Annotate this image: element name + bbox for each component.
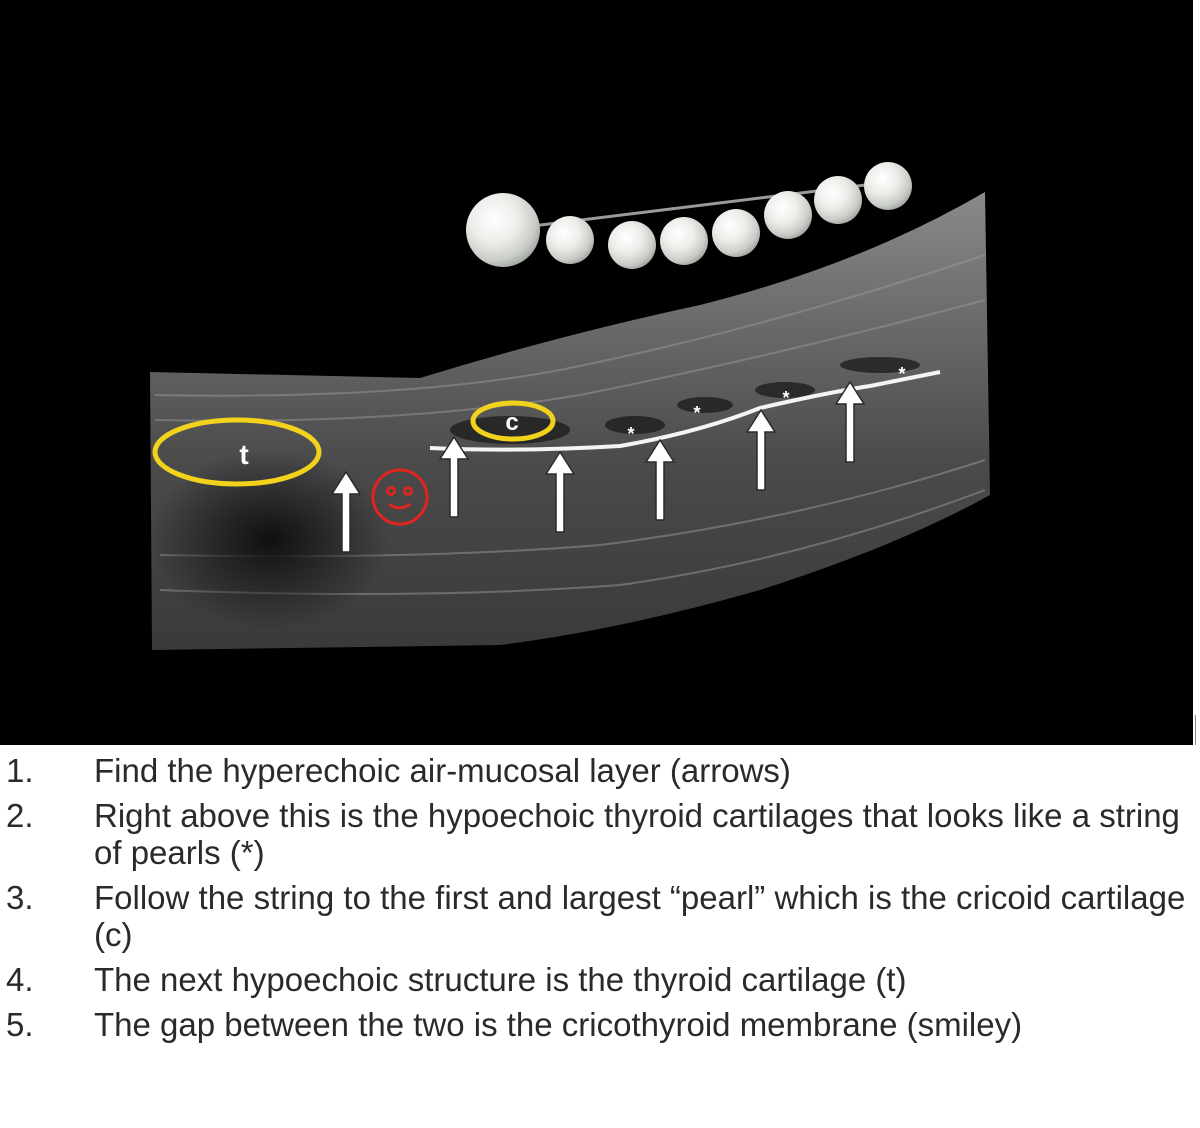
cricoid-label: c: [505, 409, 518, 436]
step-number: 4.: [6, 961, 34, 998]
step-text: The gap between the two is the cricothyr…: [94, 1006, 1023, 1043]
instruction-list: 1. Find the hyperechoic air-mucosal laye…: [0, 752, 1190, 1051]
list-item: 5. The gap between the two is the cricot…: [0, 1006, 1190, 1043]
pearl-string: [466, 162, 912, 269]
arrow-icon: [330, 470, 362, 553]
arrow-icon: [644, 438, 676, 521]
pearl-marker: *: [782, 388, 789, 408]
step-text: Right above this is the hypoechoic thyro…: [94, 797, 1180, 871]
ultrasound-svg: t c * * * *: [150, 162, 990, 650]
arrow-icon: [544, 450, 576, 533]
step-number: 1.: [6, 752, 34, 789]
pearl-marker: *: [898, 364, 905, 384]
arrow-icon: [834, 380, 866, 463]
arrow-icon: [745, 408, 777, 491]
list-item: 2. Right above this is the hypoechoic th…: [0, 797, 1190, 871]
step-text: The next hypoechoic structure is the thy…: [94, 961, 907, 998]
step-number: 3.: [6, 879, 34, 916]
thyroid-label: t: [239, 439, 248, 470]
step-number: 2.: [6, 797, 34, 834]
cricoid-ellipse: [470, 400, 556, 442]
smiley-icon: [371, 468, 429, 526]
pearl-marker: *: [693, 403, 700, 423]
arrows: [330, 380, 866, 553]
step-text: Find the hyperechoic air-mucosal layer (…: [94, 752, 791, 789]
air-mucosal-line: [429, 370, 941, 452]
ultrasound-figure: t c * * * *: [0, 0, 1193, 745]
list-item: 4. The next hypoechoic structure is the …: [0, 961, 1190, 998]
arrow-icon: [438, 435, 470, 518]
thyroid-ellipse: [152, 417, 322, 487]
list-item: 3. Follow the string to the first and la…: [0, 879, 1190, 953]
shadow-region: [150, 450, 390, 630]
list-item: 1. Find the hyperechoic air-mucosal laye…: [0, 752, 1190, 789]
step-number: 5.: [6, 1006, 34, 1043]
step-text: Follow the string to the first and large…: [94, 879, 1186, 953]
pearl-marker: *: [627, 424, 634, 444]
divider: [1195, 715, 1196, 745]
hypoechoic-rings: [450, 357, 920, 444]
